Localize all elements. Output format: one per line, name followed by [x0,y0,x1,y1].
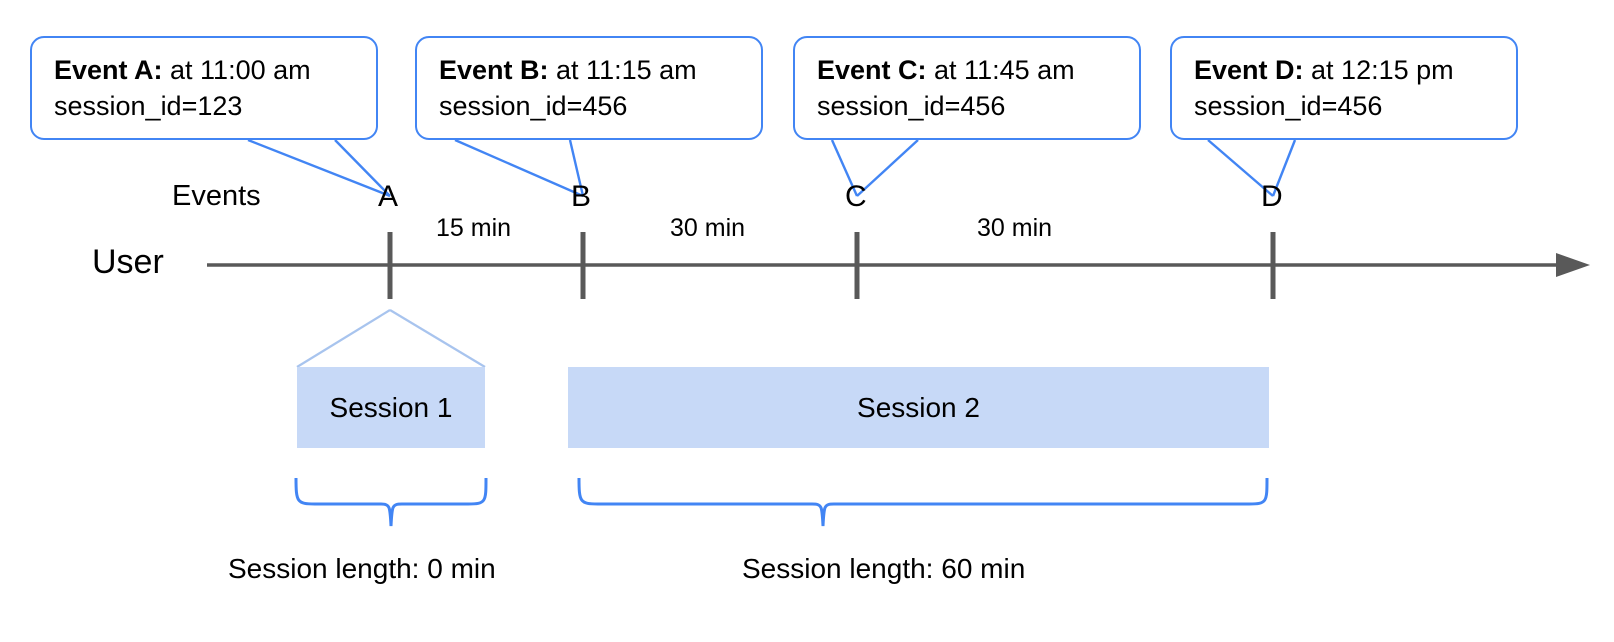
callout-c-rest: at 11:45 am [926,55,1075,85]
timeline-arrowhead [1556,253,1590,277]
callout-a-line2: session_id=123 [54,91,243,122]
callout-event-a: Event A: at 11:00 am session_id=123 [30,36,378,140]
callout-b-line2: session_id=456 [439,91,628,122]
tick-letter-a: A [378,180,399,213]
callout-d-line2: session_id=456 [1194,91,1383,122]
callout-d-lead: Event D: [1194,55,1304,85]
session-1-connector [296,309,486,368]
brace-session-1 [294,477,488,527]
callout-a-tail [247,138,391,198]
tick-letter-b: B [571,180,592,213]
session-1-label: Session 1 [329,391,453,423]
session-1-length-label: Session length: 0 min [228,553,496,584]
callout-d-tail [1207,139,1297,197]
callout-event-c: Event C: at 11:45 am session_id=456 [793,36,1141,140]
callout-c-tail [830,139,919,197]
callout-event-b: Event B: at 11:15 am session_id=456 [415,36,763,140]
callout-event-d: Event D: at 12:15 pm session_id=456 [1170,36,1518,140]
callout-c-lead: Event C: [817,55,927,85]
session-bar-2: Session 2 [568,367,1269,448]
callout-a-rest: at 11:00 am [162,55,311,85]
gap-label-b-c: 30 min [670,214,746,242]
row-label-events: Events [172,180,261,212]
row-label-user: User [92,243,164,281]
callout-a-lead: Event A: [54,55,163,85]
callout-c-line2: session_id=456 [817,91,1006,122]
callout-b-lead: Event B: [439,55,549,85]
session-2-length-label: Session length: 60 min [742,553,1026,584]
gap-label-a-b: 15 min [436,214,512,242]
tick-letter-c: C [845,180,867,213]
session-bar-1: Session 1 [297,367,485,448]
callout-b-rest: at 11:15 am [548,55,697,85]
brace-session-2 [577,477,1269,527]
tick-letter-d: D [1261,180,1283,213]
callout-b-tail [454,138,585,198]
session-2-label: Session 2 [857,391,980,423]
callout-d-rest: at 12:15 pm [1303,55,1454,85]
gap-label-c-d: 30 min [977,214,1053,242]
